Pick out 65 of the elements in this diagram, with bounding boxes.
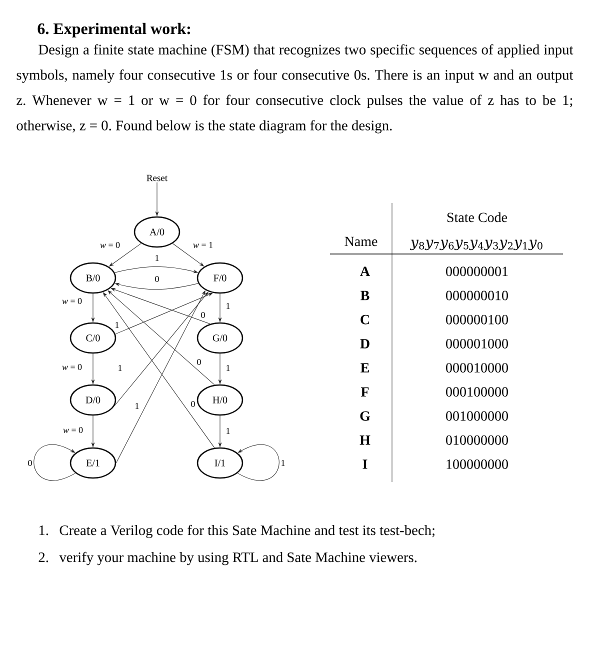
- state-name: A: [360, 266, 370, 276]
- list-number: 2.: [38, 552, 48, 562]
- list-item: Create a Verilog code for this Sate Machine and test its test-bech;: [60, 524, 434, 538]
- arrow: [109, 243, 142, 266]
- paragraph: Design a finite state machine (FSM) that recognizes two specific sequences of applied input symbols, namely four consecutive 1s or four consecutive 0s. There is an input w and an output z. Whenever w = 1 or w = 0 for four consecutive clock pulses the value of z has to be 1; otherwise, z = 0. Found below is the state diagram for the design.: [16, 44, 574, 134]
- arrow: [92, 293, 94, 322]
- arrow: [92, 353, 94, 384]
- edge-label: 0: [196, 358, 202, 366]
- edge-label: 0: [27, 459, 33, 467]
- edge-label: 1: [154, 254, 160, 262]
- state-code: 000001000: [446, 338, 508, 348]
- edge-label: 1: [280, 460, 286, 466]
- state-code: 100000000: [446, 460, 508, 469]
- arrow: [218, 353, 222, 384]
- arrow: [92, 415, 94, 447]
- edge-label: w = 0: [61, 297, 83, 305]
- arrow: [156, 182, 158, 216]
- heading: 6. Experimental work:: [38, 22, 190, 38]
- state-code: 000000001: [446, 266, 508, 276]
- arrow: [218, 415, 222, 447]
- arrow: [108, 290, 215, 386]
- state-name: B: [360, 290, 370, 300]
- edge-label: 0: [200, 311, 206, 319]
- arrow: [114, 292, 208, 406]
- state-name: F: [360, 387, 369, 396]
- curved-arrow: [115, 282, 199, 290]
- arrow: [116, 290, 206, 464]
- edge-label: 1: [225, 428, 231, 434]
- arrow: [218, 293, 222, 322]
- state-name: I: [362, 460, 368, 469]
- column-header: Name: [344, 236, 378, 246]
- self-loop-arrow: [34, 444, 76, 481]
- curved-arrow: [114, 266, 198, 274]
- reset-label: Reset: [146, 174, 168, 182]
- state-name: D: [360, 339, 370, 348]
- edge-label: 0: [154, 275, 160, 283]
- arrow: [172, 243, 204, 266]
- state-name: C: [360, 314, 369, 324]
- edge-label: 1: [114, 322, 120, 328]
- self-loop-arrow: [237, 444, 280, 481]
- state-code: 001000000: [446, 411, 508, 421]
- arrow: [111, 288, 210, 324]
- bit-header: y$_{8}$y$_{7}$y$_{6}$y$_{5}$y$_{4}$y$_{3}$y$_{2}$y$_{1}$y$_{0}$: [410, 240, 542, 250]
- edge-label: w = 1: [192, 241, 214, 249]
- edge-label: 1: [225, 302, 231, 310]
- state-name: H: [360, 436, 370, 445]
- state-code: 000010000: [446, 363, 508, 373]
- list-number: 1.: [39, 526, 48, 536]
- arrow: [103, 292, 215, 448]
- arrow: [115, 292, 213, 334]
- edge-label: 1: [225, 364, 231, 372]
- state-code: 000000100: [446, 314, 508, 324]
- state-code: 010000000: [446, 435, 508, 445]
- edge-label: w = 0: [99, 241, 121, 249]
- edge-label: 1: [117, 364, 123, 372]
- edge-label: 1: [134, 402, 140, 410]
- state-name: E: [360, 363, 369, 372]
- edge-label: w = 0: [61, 363, 83, 371]
- state-name: G: [360, 411, 370, 421]
- edge-label: 0: [190, 400, 196, 408]
- state-code: 000000010: [446, 290, 508, 300]
- column-header: State Code: [447, 212, 508, 222]
- list-item: verify your machine by using RTL and Sate Machine viewers.: [59, 552, 416, 566]
- state-code: 000100000: [446, 387, 508, 397]
- edge-label: w = 0: [62, 426, 84, 434]
